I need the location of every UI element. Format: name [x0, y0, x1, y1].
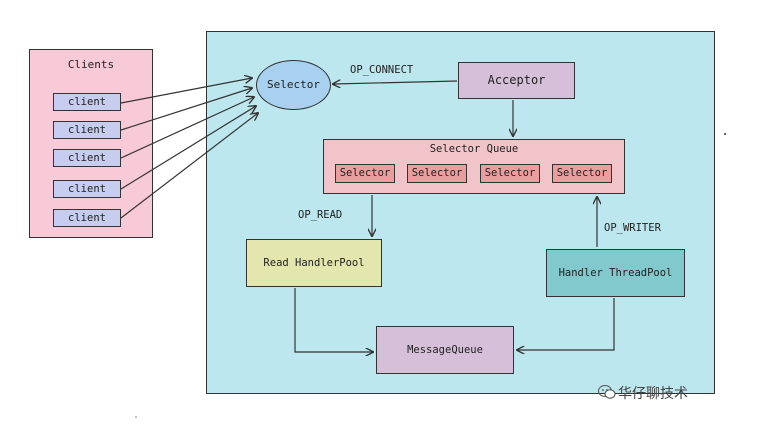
- acceptor-to-selector-arrow: [333, 81, 458, 84]
- stray-dot: [135, 416, 137, 418]
- selector-node: Selector: [256, 60, 331, 110]
- client-box: client: [53, 180, 121, 198]
- selector-queue-title: Selector Queue: [429, 143, 519, 155]
- clients-title: Clients: [67, 58, 115, 71]
- queue-selector: Selector: [335, 164, 395, 183]
- stray-dot: [724, 133, 726, 135]
- message-queue: MessageQueue: [376, 326, 514, 374]
- watermark-text: 华仔聊技术: [618, 386, 688, 402]
- op-read-label: OP_READ: [298, 209, 343, 221]
- handler-thread-pool: Handler ThreadPool: [546, 249, 685, 297]
- client-to-selector-arrow: [120, 106, 256, 190]
- client-box: client: [53, 93, 121, 111]
- op-writer-label: OP_WRITER: [604, 222, 661, 234]
- clients-panel: Clients client client client client clie…: [29, 49, 153, 238]
- client-to-selector-arrow: [120, 97, 254, 159]
- op-connect-label: OP_CONNECT: [350, 64, 414, 76]
- client-box: client: [53, 149, 121, 167]
- client-to-selector-arrow: [120, 78, 252, 104]
- acceptor-node: Acceptor: [458, 62, 575, 99]
- selector-queue: Selector Queue Selector Selector Selecto…: [323, 139, 625, 194]
- read-pool-to-message-queue-arrow: [294, 288, 373, 352]
- queue-selector: Selector: [480, 164, 540, 183]
- client-to-selector-arrow: [120, 113, 258, 219]
- handler-pool-to-message-queue-arrow: [517, 298, 615, 350]
- queue-selector: Selector: [552, 164, 612, 183]
- client-box: client: [53, 209, 121, 227]
- read-handler-pool: Read HandlerPool: [246, 239, 382, 287]
- client-box: client: [53, 121, 121, 139]
- client-to-selector-arrow: [120, 88, 252, 131]
- queue-selector: Selector: [407, 164, 467, 183]
- wechat-icon: [598, 384, 616, 399]
